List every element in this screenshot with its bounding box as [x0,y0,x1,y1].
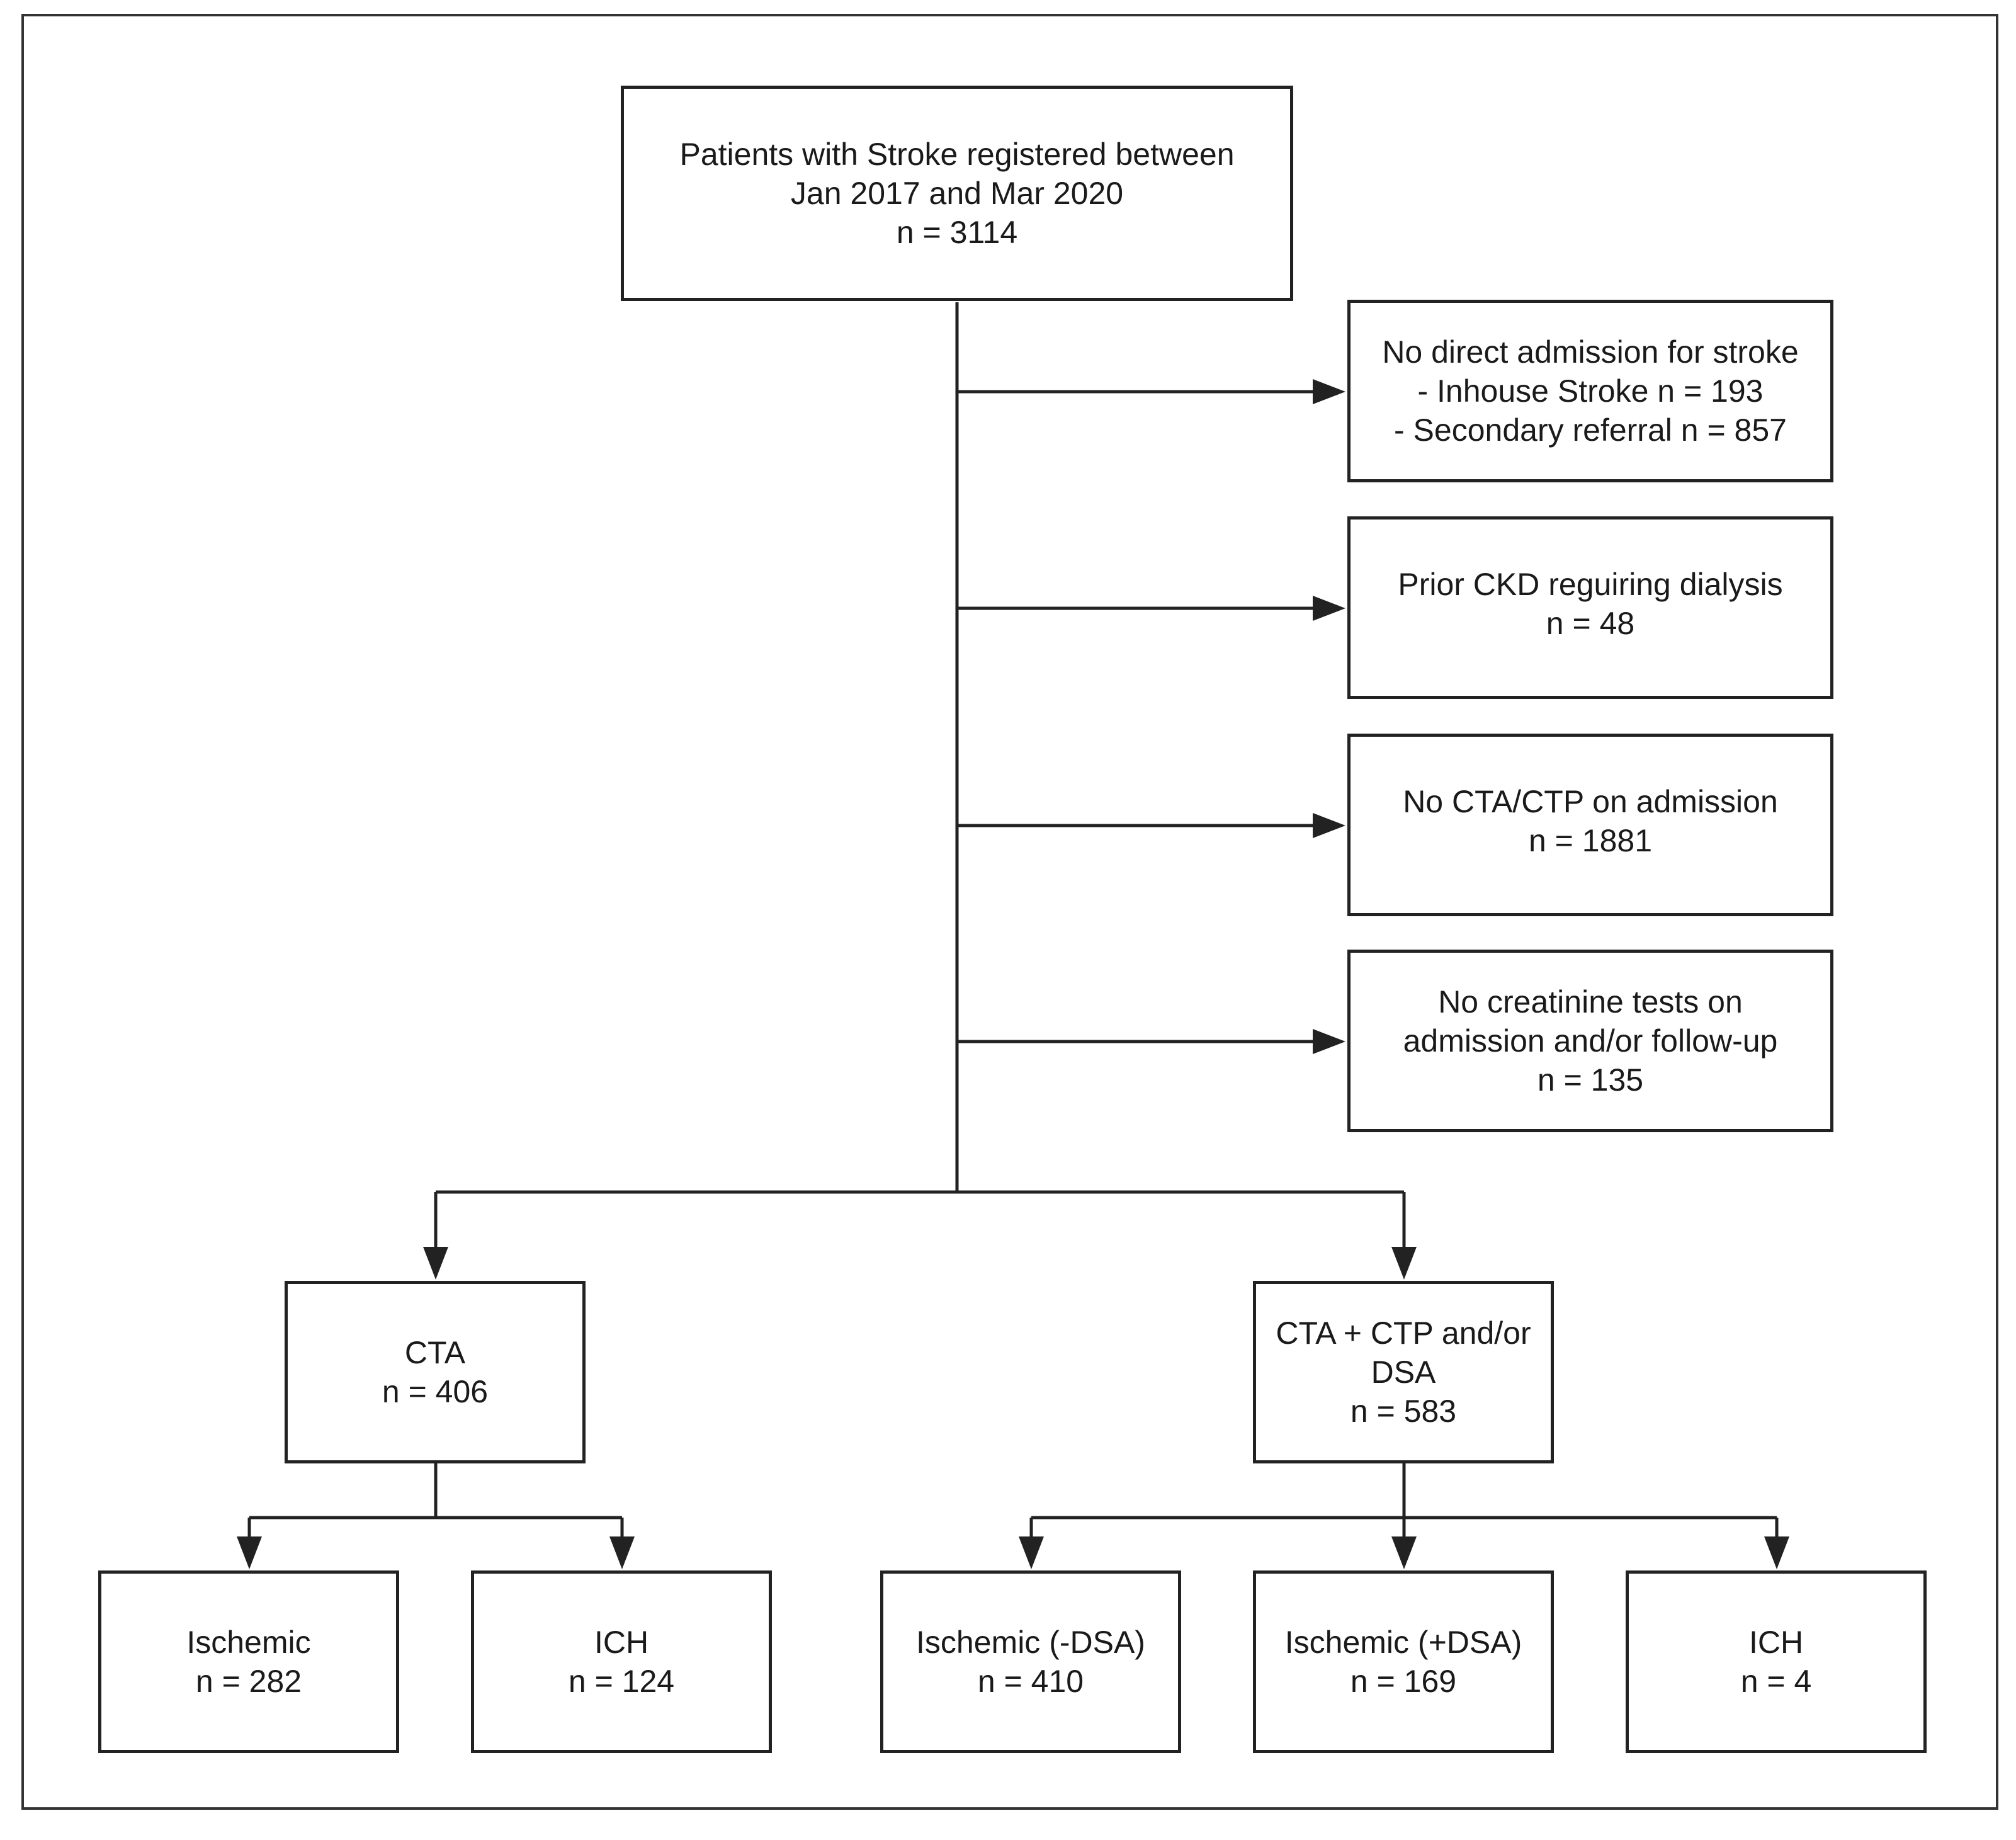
cta-ctp-line-3: n = 583 [1350,1394,1457,1429]
exclusion-box-no-creatinine: No creatinine tests on admission and/or … [1347,950,1833,1132]
ctp-ischemic-dsa-line-2: n = 169 [1350,1664,1457,1699]
arrowhead-cta-ctp [1391,1247,1417,1280]
outcome-box-cta-ischemic: Ischemic n = 282 [98,1570,399,1753]
exclusion-1-line-3: - Secondary referral n = 857 [1394,412,1787,448]
arrowhead-ctp-ischemic-no-dsa [1019,1536,1044,1569]
arrowhead-exclusion-2 [1313,596,1345,621]
cta-line-2: n = 406 [382,1374,489,1409]
ctp-ich-line-2: n = 4 [1740,1664,1812,1699]
start-line-2: Jan 2017 and Mar 2020 [790,176,1124,211]
exclusion-box-no-cta-ctp: No CTA/CTP on admission n = 1881 [1347,734,1833,916]
group-box-cta: CTA n = 406 [285,1281,586,1463]
start-box: Patients with Stroke registered between … [621,86,1293,301]
arrowhead-ctp-ischemic-dsa [1391,1536,1417,1569]
arrowhead-exclusion-4 [1313,1029,1345,1054]
exclusion-3-line-2: n = 1881 [1528,823,1653,858]
ctp-ischemic-no-dsa-line-2: n = 410 [977,1664,1084,1699]
ctp-ischemic-dsa-line-1: Ischemic (+DSA) [1284,1625,1522,1660]
arrowhead-ctp-ich [1764,1536,1789,1569]
exclusion-box-prior-ckd: Prior CKD reguiring dialysis n = 48 [1347,516,1833,699]
ctp-ich-line-1: ICH [1748,1625,1804,1660]
exclusion-1-line-2: - Inhouse Stroke n = 193 [1417,373,1764,409]
cta-ischemic-line-2: n = 282 [195,1664,302,1699]
start-line-3: n = 3114 [896,215,1018,250]
cta-ctp-line-2: DSA [1371,1354,1436,1390]
exclusion-4-line-1: No creatinine tests on [1438,984,1743,1019]
exclusion-box-no-direct-admission: No direct admission for stroke - Inhouse… [1347,300,1833,482]
figure-frame [21,14,1998,1810]
exclusion-3-line-1: No CTA/CTP on admission [1403,784,1778,819]
outcome-box-ctp-ich: ICH n = 4 [1626,1570,1927,1753]
outcome-box-ctp-ischemic-no-dsa: Ischemic (-DSA) n = 410 [880,1570,1181,1753]
outcome-box-cta-ich: ICH n = 124 [471,1570,772,1753]
cta-ctp-line-1: CTA + CTP and/or [1276,1315,1531,1351]
exclusion-1-line-1: No direct admission for stroke [1382,334,1799,370]
exclusion-4-line-2: admission and/or follow-up [1403,1023,1778,1059]
arrowhead-exclusion-1 [1313,379,1345,404]
group-box-cta-ctp: CTA + CTP and/or DSA n = 583 [1253,1281,1554,1463]
exclusion-2-line-1: Prior CKD reguiring dialysis [1398,567,1783,602]
arrowhead-cta [423,1247,448,1280]
arrowhead-cta-ich [609,1536,635,1569]
exclusion-4-line-3: n = 135 [1537,1062,1644,1098]
cta-ischemic-line-1: Ischemic [186,1625,311,1660]
exclusion-2-line-2: n = 48 [1546,606,1635,641]
outcome-box-ctp-ischemic-dsa: Ischemic (+DSA) n = 169 [1253,1570,1554,1753]
arrowhead-cta-ischemic [237,1536,262,1569]
arrowhead-exclusion-3 [1313,813,1345,838]
cta-ich-line-2: n = 124 [568,1664,675,1699]
arrowheads [237,379,1789,1569]
start-line-1: Patients with Stroke registered between [679,137,1235,172]
ctp-ischemic-no-dsa-line-1: Ischemic (-DSA) [916,1625,1145,1660]
cta-ich-line-1: ICH [594,1625,649,1660]
cta-line-1: CTA [404,1335,466,1370]
